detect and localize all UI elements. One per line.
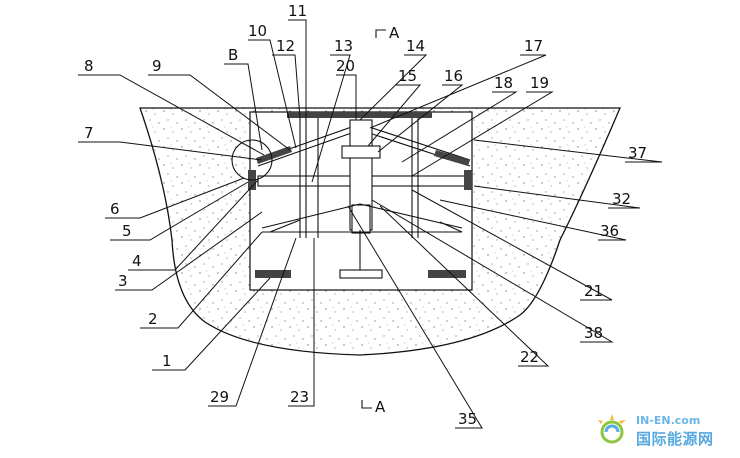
- callout-14: 14: [406, 37, 425, 55]
- callout-3: 3: [118, 272, 128, 290]
- callout-11: 11: [288, 2, 307, 20]
- callout-6: 6: [110, 200, 120, 218]
- section-marks: A A: [375, 24, 400, 416]
- section-mark-top: A: [389, 24, 400, 42]
- watermark-cn-text: 国际能源网: [636, 430, 714, 448]
- callout-10: 10: [248, 22, 267, 40]
- structure-lines: [231, 29, 472, 409]
- callout-7: 7: [84, 124, 94, 142]
- sun-logo-icon: [598, 414, 626, 444]
- callout-16: 16: [444, 67, 463, 85]
- callout-4: 4: [132, 252, 142, 270]
- callout-37: 37: [628, 144, 647, 162]
- callout-5: 5: [122, 222, 132, 240]
- callout-13: 13: [334, 37, 353, 55]
- callout-21: 21: [584, 282, 603, 300]
- callout-38: 38: [584, 324, 603, 342]
- callout-32: 32: [612, 190, 631, 208]
- callout-15: 15: [398, 67, 417, 85]
- section-mark-bottom: A: [375, 398, 386, 416]
- callout-B: B: [228, 46, 238, 64]
- callout-1: 1: [162, 352, 172, 370]
- callout-labels: 1 2 3 4 5 6 7 8 9 B 10 11 12 13 20 14 15…: [84, 2, 647, 428]
- callout-19: 19: [530, 74, 549, 92]
- callout-17: 17: [524, 37, 543, 55]
- callout-12: 12: [276, 37, 295, 55]
- leader-lines: [78, 19, 663, 429]
- callout-18: 18: [494, 74, 513, 92]
- callout-9: 9: [152, 57, 162, 75]
- watermark-en-text: IN-EN.com: [636, 414, 701, 427]
- callout-22: 22: [520, 348, 539, 366]
- callout-29: 29: [210, 388, 229, 406]
- watermark-logo: IN-EN.com 国际能源网: [592, 410, 732, 450]
- callout-20: 20: [336, 57, 355, 75]
- callout-35: 35: [458, 410, 477, 428]
- callout-23: 23: [290, 388, 309, 406]
- callout-36: 36: [600, 222, 619, 240]
- callout-8: 8: [84, 57, 94, 75]
- callout-2: 2: [148, 310, 158, 328]
